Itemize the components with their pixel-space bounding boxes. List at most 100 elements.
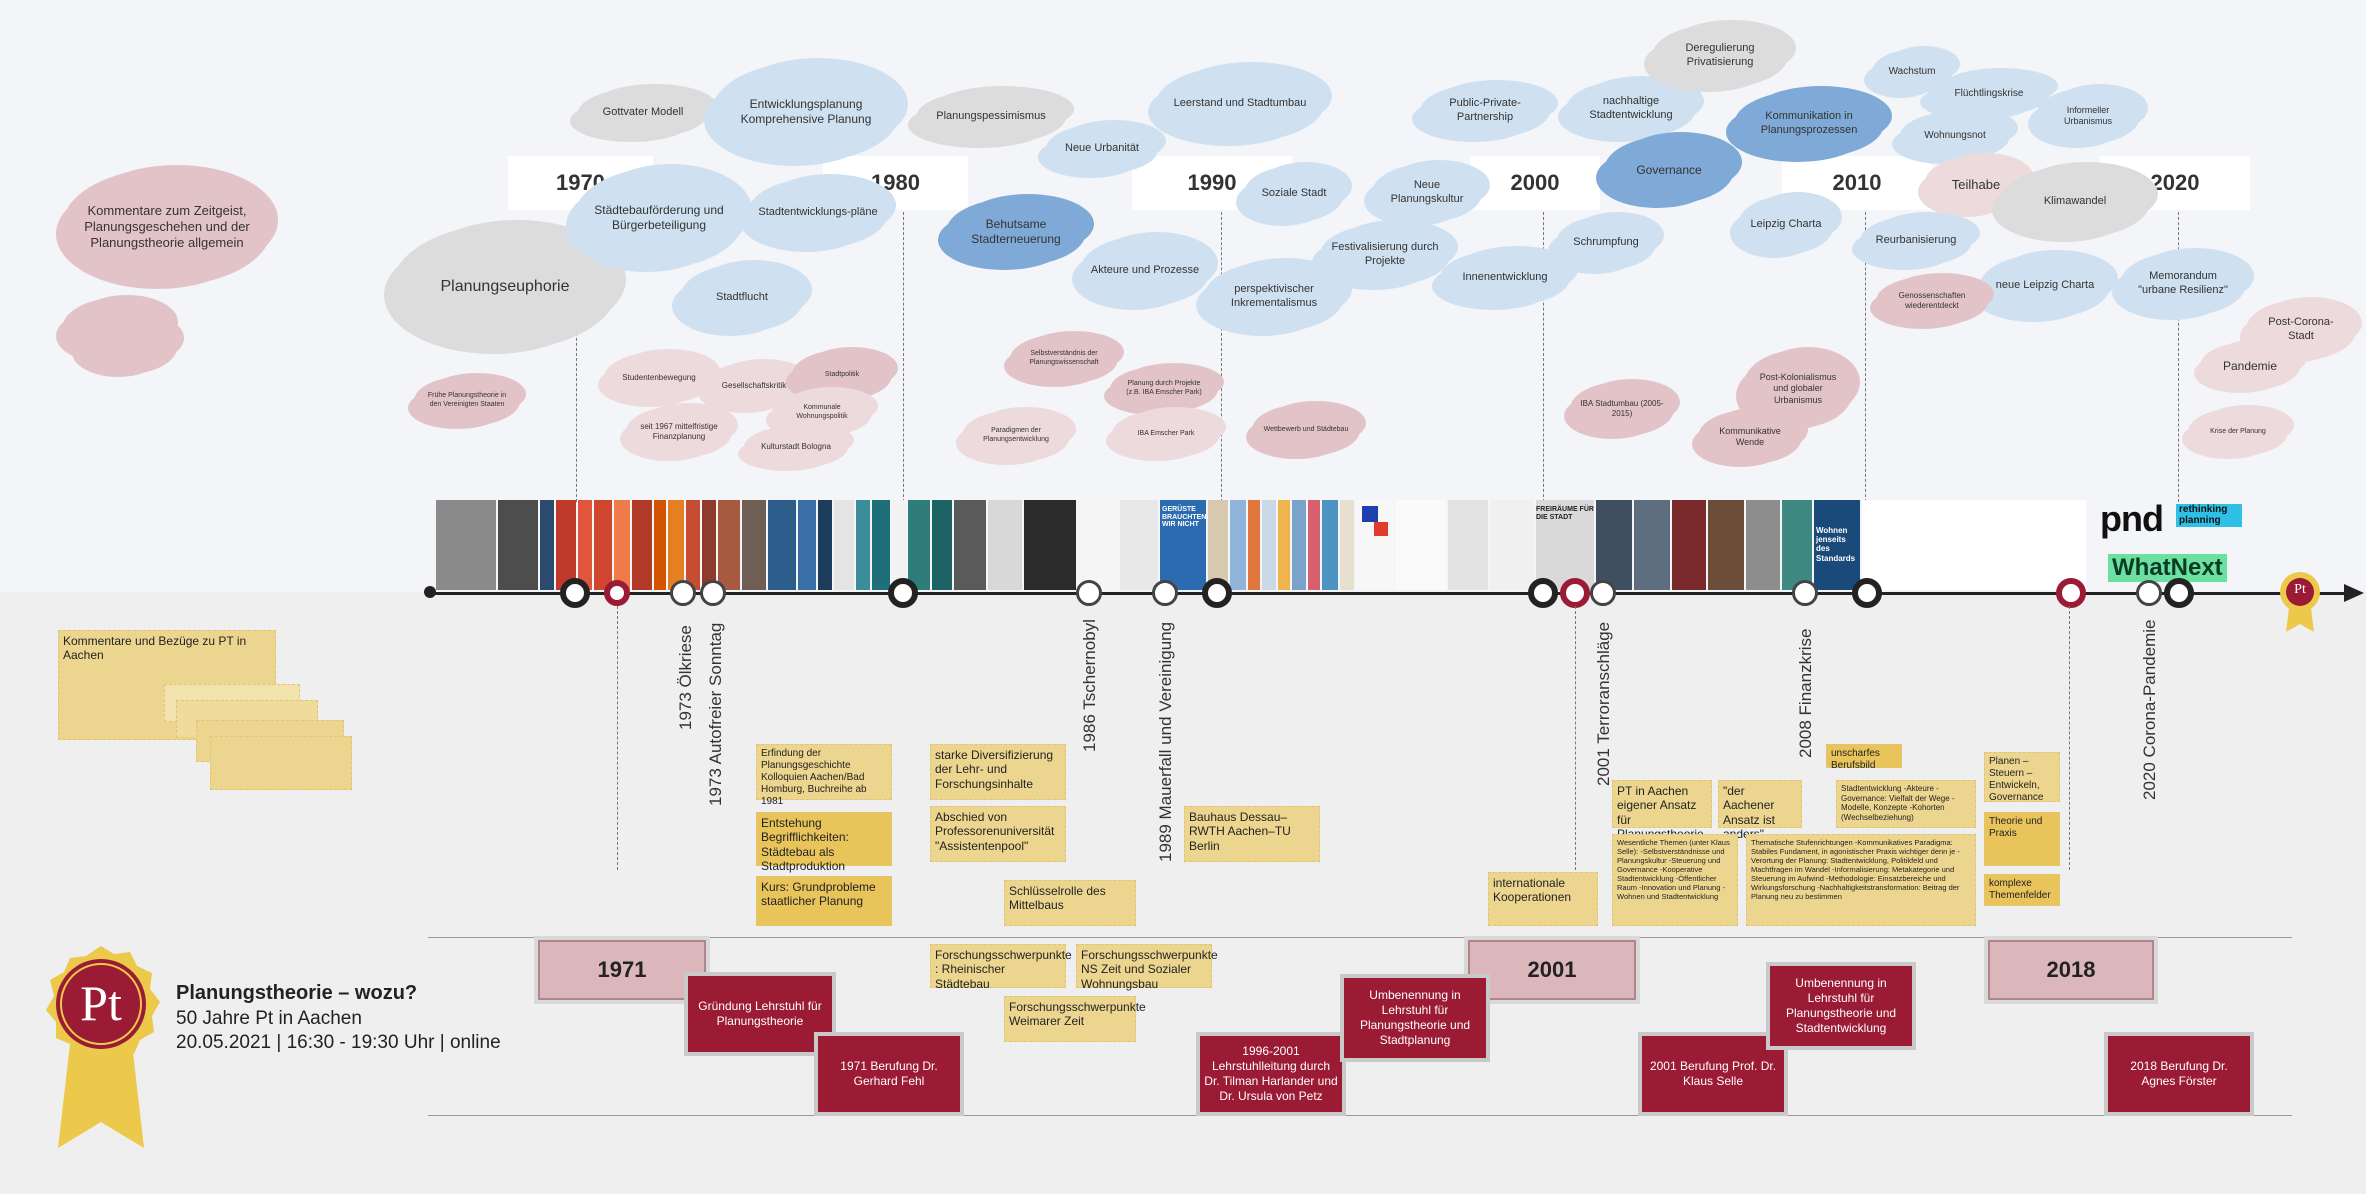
decade-line-2010 bbox=[1865, 212, 1866, 502]
cloud-krise: Krise der Planung bbox=[2188, 408, 2288, 456]
cloud-wettbewerb: Wettbewerb und Städtebau bbox=[1252, 404, 1360, 456]
timeline-node-2018[interactable] bbox=[2056, 578, 2086, 608]
cloud-behutsame: Behutsame Stadterneuerung bbox=[946, 198, 1086, 266]
pt-badge-icon bbox=[2280, 572, 2320, 632]
pt-badge-small: Pt bbox=[2280, 570, 2320, 634]
event-corona: 2020 Corona-Pandemie bbox=[2140, 619, 2159, 800]
cloud-neue-urbanitaet: Neue Urbanität bbox=[1046, 124, 1158, 174]
cloud-klimawandel: Klimawandel bbox=[2000, 166, 2150, 238]
cloud-neue-planungskultur: Neue Planungskultur bbox=[1372, 164, 1482, 222]
redbox-harlander: 1996-2001 Lehrstuhlleitung durch Dr. Til… bbox=[1200, 1036, 1342, 1112]
event-line-2001 bbox=[1575, 606, 1576, 870]
cloud-leipzig-charta: Leipzig Charta bbox=[1738, 196, 1834, 254]
cloud-innenentwicklung: Innenentwicklung bbox=[1440, 250, 1570, 306]
timeline-node-1973a[interactable] bbox=[670, 580, 696, 606]
timeline-node-2001b[interactable] bbox=[1590, 580, 1616, 606]
cloud-planung-durch-projekte: Planung durch Projekte (z.B. IBA Emscher… bbox=[1110, 366, 1218, 412]
cloud-entwicklungsplanung: Entwicklungsplanung Komprehensive Planun… bbox=[712, 62, 900, 162]
strip-wohnen-title: Wohnen jenseits des Standards bbox=[1816, 526, 1856, 563]
note-unscharfes: unscharfes Berufsbild bbox=[1826, 744, 1902, 771]
decade-2000: 2000 bbox=[1470, 156, 1600, 210]
cloud-post-corona: Post-Corona-Stadt bbox=[2246, 300, 2356, 360]
cloud-fluechtlingskrise: Flüchtlingskrise bbox=[1928, 72, 2050, 116]
note-kurs: Kurs: Grundprobleme staatlicher Planung bbox=[756, 876, 892, 926]
timeline-node-2001[interactable] bbox=[1560, 578, 1590, 608]
timeline-node-1989[interactable] bbox=[1152, 580, 1178, 606]
timeline-node[interactable] bbox=[560, 578, 590, 608]
decade-2010: 2010 bbox=[1782, 156, 1932, 210]
event-mauerfall: 1989 Mauerfall und Vereinigung bbox=[1156, 621, 1175, 862]
pt-badge-icon bbox=[46, 946, 160, 1148]
strip-freiraeume-title: FREIRÄUME FÜR DIE STADT bbox=[1536, 506, 1594, 521]
timeline-axis bbox=[430, 592, 2354, 595]
timeline-node-1990[interactable] bbox=[1202, 578, 1232, 608]
note-planen: Planen – Steuern – Entwickeln, Governanc… bbox=[1984, 752, 2060, 803]
cloud-nachhaltige: nachhaltige Stadtentwicklung bbox=[1566, 80, 1696, 138]
strip-pnd-logo: pnd bbox=[2100, 498, 2164, 539]
cloud-perspektivischer: perspektivischer Inkrementalismus bbox=[1204, 262, 1344, 332]
cloud-neue-leipzig: neue Leipzig Charta bbox=[1980, 254, 2110, 318]
decade-line-1990 bbox=[1221, 212, 1222, 502]
strip-whatnext-logo: WhatNext bbox=[2108, 554, 2227, 582]
event-sonntag: 1973 Autofreier Sonntag bbox=[706, 622, 725, 806]
band-line-bottom bbox=[428, 1115, 2292, 1116]
note-schluesselrolle: Schlüsselrolle des Mittelbaus bbox=[1004, 880, 1136, 926]
timeline-start-dot bbox=[424, 586, 436, 598]
cloud-planungspessimismus: Planungspessimismus bbox=[916, 90, 1066, 144]
yearbox-2001: 2001 bbox=[1468, 940, 1636, 1000]
cloud-fruehe: Frühe Planungstheorie in den Vereinigten… bbox=[414, 376, 520, 426]
event-line-1971 bbox=[617, 606, 618, 870]
note-entstehung: Entstehung Begrifflichkeiten: Städtebau … bbox=[756, 812, 892, 873]
cloud-soziale-stadt: Soziale Stadt bbox=[1244, 166, 1344, 222]
timeline-node-2010[interactable] bbox=[1852, 578, 1882, 608]
timeline-node-1973b[interactable] bbox=[700, 580, 726, 606]
cloud-studentenbewegung: Studentenbewegung bbox=[604, 352, 714, 404]
redbox-fehl: 1971 Berufung Dr. Gerhard Fehl bbox=[818, 1036, 960, 1112]
timeline-node-2008[interactable] bbox=[1792, 580, 1818, 606]
event-finanzkrise: 2008 Finanzkrise bbox=[1796, 628, 1815, 758]
cloud-seit1967: seit 1967 mittelfristige Finanzplanung bbox=[626, 406, 732, 458]
timeline-node-1971[interactable] bbox=[604, 580, 630, 606]
note-ns-zeit: Forschungsschwerpunkte NS Zeit und Sozia… bbox=[1076, 944, 1218, 991]
cloud-iba-emscher: IBA Emscher Park bbox=[1112, 410, 1220, 458]
redbox-foerster: 2018 Berufung Dr. Agnes Förster bbox=[2108, 1036, 2250, 1112]
timeline-node-2000[interactable] bbox=[1528, 578, 1558, 608]
event-terror: 2001 Terroranschläge bbox=[1594, 621, 1613, 786]
cloud-schrumpfung: Schrumpfung bbox=[1556, 216, 1656, 270]
cloud-stadtentwicklungsplaene: Stadtentwicklungs-pläne bbox=[748, 178, 888, 248]
timeline-node-1980[interactable] bbox=[888, 578, 918, 608]
timeline-node-2020[interactable] bbox=[2136, 580, 2162, 606]
redbox-selle: 2001 Berufung Prof. Dr. Klaus Selle bbox=[1642, 1036, 1784, 1112]
note-erfindung: Erfindung der Planungsgeschichte Kolloqu… bbox=[756, 744, 892, 807]
note-pt-aachen: PT in Aachen eigener Ansatz für Planungs… bbox=[1612, 780, 1712, 841]
book-cover-strip: GERÜSTE BRAUCHTEN WIR NICHT FREIRÄUME FÜ… bbox=[436, 498, 2242, 590]
comment-cloud-decor-2 bbox=[78, 316, 178, 374]
note-komplexe: komplexe Themenfelder bbox=[1984, 874, 2060, 906]
cloud-kommunikation: Kommunikation in Planungsprozessen bbox=[1734, 90, 1884, 158]
note-weimarer: Forschungsschwerpunkte Weimarer Zeit bbox=[1004, 996, 1146, 1042]
pt-comment-stack-4 bbox=[210, 736, 352, 790]
timeline-node-2021[interactable] bbox=[2164, 578, 2194, 608]
note-aachener: "der Aachener Ansatz ist anders" bbox=[1718, 780, 1802, 841]
cloud-planungseuphorie: Planungseuphorie bbox=[392, 224, 618, 350]
cloud-wohnungsnot: Wohnungsnot bbox=[1900, 112, 2010, 160]
event-subtitle: 50 Jahre Pt in Aachen bbox=[176, 1008, 362, 1029]
cloud-reurbanisierung: Reurbanisierung bbox=[1860, 216, 1972, 266]
cloud-kommunikative-wende: Kommunikative Wende bbox=[1698, 410, 1802, 464]
timeline-arrow-icon bbox=[2344, 584, 2364, 602]
note-bauhaus: Bauhaus Dessau– RWTH Aachen–TU Berlin bbox=[1184, 806, 1320, 862]
cloud-akteure: Akteure und Prozesse bbox=[1080, 236, 1210, 306]
cloud-ppp: Public-Private-Partnership bbox=[1420, 84, 1550, 138]
comment-cloud: Kommentare zum Zeitgeist, Planungsgesche… bbox=[62, 168, 272, 286]
cloud-genossenschaften: Genossenschaften wiederentdeckt bbox=[1876, 276, 1988, 326]
cloud-paradigmen: Paradigmen der Planungsentwicklung bbox=[962, 410, 1070, 462]
yearbox-1971: 1971 bbox=[538, 940, 706, 1000]
cloud-informeller: Informeller Urbanismus bbox=[2036, 88, 2140, 144]
pt-badge-large: Pt bbox=[36, 944, 166, 1150]
note-stadtentwicklung-list: Stadtentwicklung -Akteure -Governance: V… bbox=[1836, 780, 1976, 828]
timeline-node-1986[interactable] bbox=[1076, 580, 1102, 606]
note-themen-schwerpunkte: Thematische Stufenrichtungen -Kommunikat… bbox=[1746, 834, 1976, 926]
event-title: Planungstheorie – wozu? bbox=[176, 982, 418, 1004]
decade-line-1970 bbox=[576, 212, 577, 502]
cloud-staedtebaufoerderung: Städtebauförderung und Bürgerbeteiligung bbox=[574, 168, 744, 268]
